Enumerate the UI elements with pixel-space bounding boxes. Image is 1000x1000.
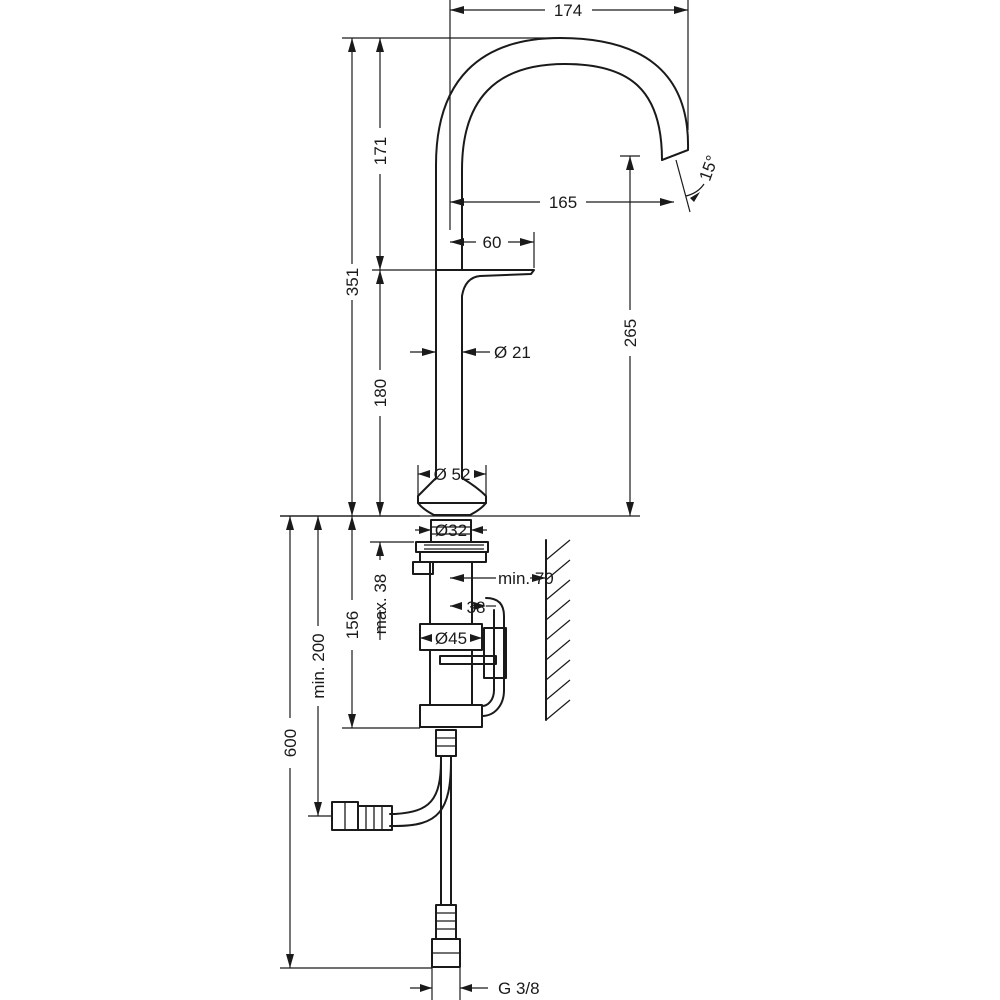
dim-g38-label: G 3/8 [498, 979, 540, 998]
dim-45-label: Ø45 [435, 629, 467, 648]
dim-52-label: Ø 52 [434, 465, 471, 484]
dim-165-label: 165 [549, 193, 577, 212]
dim-351-label: 351 [343, 268, 362, 296]
dim-600-label: 600 [281, 729, 300, 757]
dim-180-label: 180 [371, 379, 390, 407]
dim-156-label: 156 [343, 611, 362, 639]
dim-174-label: 174 [554, 1, 582, 20]
dim-15deg-label: 15° [696, 153, 723, 184]
dim-21-label: Ø 21 [494, 343, 531, 362]
wall-hatching [545, 539, 571, 721]
dim-max38-label: max. 38 [371, 574, 390, 634]
dim-265-label: 265 [621, 319, 640, 347]
dim-min200-label: min. 200 [309, 633, 328, 698]
under-deck-assembly [331, 519, 507, 968]
dim-32-label: Ø32 [435, 521, 467, 540]
dimension-labels: 174 351 171 180 165 15° 60 Ø 21 265 Ø 52… [281, 1, 722, 998]
dim-60-label: 60 [483, 233, 502, 252]
dim-min70-label: min. 70 [498, 569, 554, 588]
dim-38-label: 38 [467, 598, 486, 617]
faucet-outline [280, 37, 690, 517]
dimension-lines [280, 0, 705, 1000]
dim-171-label: 171 [371, 137, 390, 165]
